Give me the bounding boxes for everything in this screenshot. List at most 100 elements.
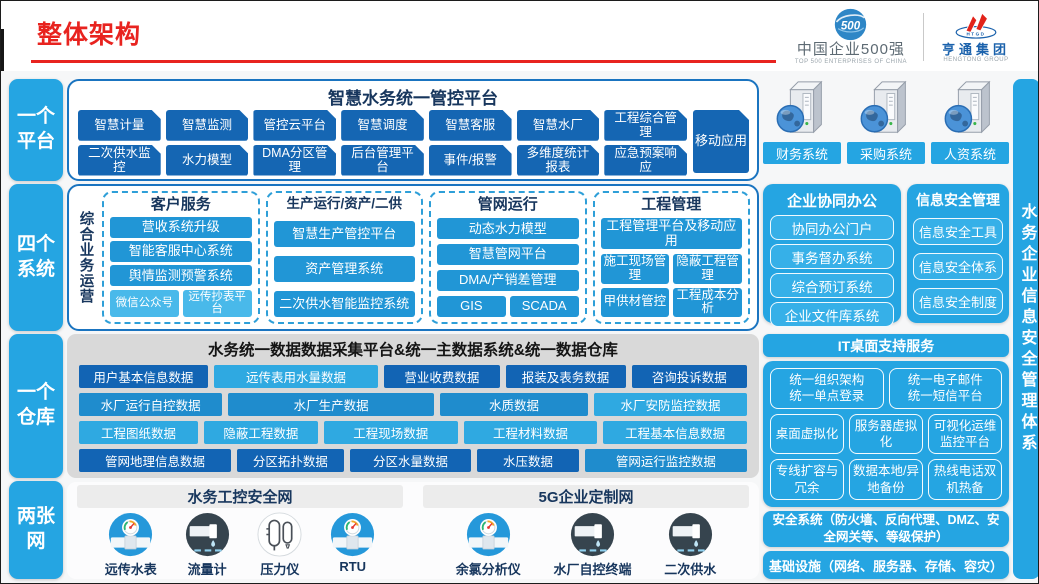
group-item: 隐蔽工程管理: [673, 254, 742, 284]
security-systems-bar: 安全系统（防火墙、反向代理、DMZ、安全网关等、等级保护）: [763, 511, 1009, 547]
group-item: 动态水力模型: [437, 218, 579, 240]
industrial-control-network: 水务工控安全网 远传水表 流量计 压力仪 RTU: [67, 482, 413, 579]
hengtong-logo-icon: HTGD: [955, 12, 997, 39]
it-chip: 数据本地/异地备份: [849, 459, 923, 501]
platform-item: 智慧计量: [78, 110, 161, 141]
data-chip: 工程图纸数据: [79, 421, 198, 444]
rail-one-warehouse: 一个 仓库: [9, 334, 63, 478]
platform-item: 智慧调度: [341, 110, 424, 141]
it-support-box: 统一组织架构 统一单点登录 统一电子邮件 统一短信平台 桌面虚拟化 服务器虚拟化…: [763, 361, 1009, 507]
group-item: 工程管理平台及移动应用: [600, 218, 742, 249]
platform-grid: 智慧计量 智慧监测 管控云平台 智慧调度 智慧客服 智慧水厂 工程综合管理 二次…: [78, 110, 687, 173]
it-chip: 可视化运维监控平台: [928, 413, 1002, 455]
platform-item: 工程综合管理: [604, 110, 687, 141]
server-label: 财务系统: [763, 142, 841, 164]
it-chip: 热线电话双机热备: [928, 459, 1002, 501]
china-top500-badge-icon: 500: [835, 9, 867, 41]
platform-item-mobile-app: 移动应用: [693, 110, 749, 173]
data-chip: 隐蔽工程数据: [203, 421, 318, 444]
device-rtu: RTU: [330, 512, 375, 574]
header: 整体架构 500 中国企业500强 TOP 500 ENTERPRISES OF…: [1, 1, 1038, 71]
device-remote-water-meter: 远传水表: [105, 512, 157, 578]
group-item: 智慧管网平台: [437, 244, 579, 266]
warehouse-row: 工程图纸数据 隐蔽工程数据 工程现场数据 工程材料数据 工程基本信息数据: [79, 421, 747, 444]
device-secondary-supply: 二次供水: [664, 512, 716, 578]
device-flow-meter: 流量计: [185, 512, 230, 578]
pipe-flow-icon: [668, 512, 713, 557]
warehouse-title: 水务统一数据数据采集平台&统一主数据系统&统一数据仓库: [208, 342, 618, 359]
it-row: 统一组织架构 统一单点登录 统一电子邮件 统一短信平台: [770, 368, 1002, 409]
systems-rail-label: 综合业务运营: [77, 211, 94, 304]
external-systems: 财务系统 采购系统 人资系统: [763, 77, 1009, 169]
data-chip: 用户基本信息数据: [79, 365, 208, 388]
group-small-row: 微信公众号 远传抄表平台: [110, 289, 252, 317]
device-label: 余氯分析仪: [455, 562, 521, 577]
warehouse-row: 水厂运行自控数据 水厂生产数据 水质数据 水厂安防监控数据: [79, 393, 747, 416]
data-chip: 管网运行监控数据: [584, 449, 747, 472]
5g-custom-network: 5G企业定制网 余氯分析仪 水厂自控终端 二次供水: [413, 482, 759, 579]
logo-divider: [923, 13, 924, 61]
system-group-engineering: 工程管理 工程管理平台及移动应用 施工现场管理 隐蔽工程管理 甲供材管控 工程成…: [592, 191, 750, 324]
platform-item: 后台管理平台: [341, 145, 424, 176]
network-header: 5G企业定制网: [423, 485, 749, 508]
logos: 500 中国企业500强 TOP 500 ENTERPRISES OF CHIN…: [795, 6, 1012, 68]
gauge-meter-icon: [330, 512, 375, 557]
server-label: 采购系统: [847, 142, 925, 164]
system-group-customer-service: 客户服务 营收系统升级 智能客服中心系统 舆情监测预警系统 微信公众号 远传抄表…: [102, 191, 260, 324]
platform-title: 智慧水务统一管控平台: [328, 89, 498, 108]
it-support-header: IT桌面支持服务: [763, 334, 1009, 357]
device-label: 水厂自控终端: [553, 562, 632, 577]
finance-system: 财务系统: [763, 77, 841, 169]
platform-item: 水力模型: [166, 145, 249, 176]
platform-section: 智慧水务统一管控平台 智慧计量 智慧监测 管控云平台 智慧调度 智慧客服 智慧水…: [67, 79, 759, 181]
box-title: 企业协同办公: [786, 193, 877, 210]
china-top500-caption: TOP 500 ENTERPRISES OF CHINA: [794, 58, 907, 65]
data-chip: 水厂生产数据: [228, 393, 434, 416]
china-top500-name: 中国企业500强: [796, 41, 905, 59]
it-row: 桌面虚拟化 服务器虚拟化 可视化运维监控平台: [770, 413, 1002, 455]
group-title: 生产运行/资产/二供: [286, 196, 402, 211]
data-chip: 工程现场数据: [323, 421, 458, 444]
data-chip: 远传表用水量数据: [213, 365, 379, 388]
it-chip: 服务器虚拟化: [849, 413, 923, 455]
data-chip: 分区拓扑数据: [237, 449, 344, 472]
system-group-pipe-network: 管网运行 动态水力模型 智慧管网平台 DMA/产销差管理 GIS SCADA: [429, 191, 587, 324]
server-icon: [939, 77, 1001, 141]
hengtong-caption: HENGTONG GROUP: [943, 56, 1009, 63]
platform-item: 管控云平台: [253, 110, 336, 141]
platform-item: 智慧客服: [429, 110, 512, 141]
box-item: 企业文件库系统: [770, 302, 894, 327]
box-item: 信息安全工具: [913, 218, 1003, 245]
group-item: 营收系统升级: [110, 216, 252, 238]
data-chip: 营业收费数据: [384, 365, 500, 388]
data-chip: 工程材料数据: [463, 421, 598, 444]
rail-infosec-label: 水务企业信息安全管理体系: [1018, 203, 1036, 455]
it-chip: 专线扩容与冗余: [770, 459, 844, 501]
group-item: 微信公众号: [110, 289, 179, 317]
platform-item: 智慧监测: [166, 110, 249, 141]
group-item: 二次供水智能监控系统: [273, 290, 415, 317]
it-chip: 统一组织架构 统一单点登录: [770, 368, 884, 409]
procurement-system: 采购系统: [847, 77, 925, 169]
platform-item: 应急预案响应: [604, 145, 687, 176]
four-systems-section: 综合业务运营 客户服务 营收系统升级 智能客服中心系统 舆情监测预警系统 微信公…: [67, 184, 759, 331]
group-item: 远传抄表平台: [182, 289, 252, 317]
pipe-flow-icon: [185, 512, 230, 557]
data-chip: 管网地理信息数据: [79, 449, 232, 472]
hengtong-abbr-text: HTGD: [966, 31, 985, 36]
china-top500-badge-text: 500: [841, 21, 861, 33]
gauge-meter-icon: [466, 512, 511, 557]
device-chlorine-analyzer: 余氯分析仪: [456, 512, 521, 578]
pipe-flow-icon: [570, 512, 615, 557]
box-item: 信息安全体系: [913, 253, 1003, 280]
group-title: 管网运行: [477, 196, 538, 213]
device-pressure-meter: 压力仪: [257, 512, 302, 578]
box-title: 信息安全管理: [916, 192, 1000, 208]
hengtong-logo: HTGD 亨通集团 HENGTONG GROUP: [940, 11, 1012, 64]
page-title: 整体架构: [37, 21, 142, 49]
group-item: SCADA: [509, 296, 579, 317]
rail-infosec-system: 水务企业信息安全管理体系: [1013, 79, 1038, 579]
group-item: 资产管理系统: [273, 255, 415, 282]
collaboration-office-box: 企业协同办公 协同办公门户 事务督办系统 综合预订系统 企业文件库系统: [763, 184, 901, 327]
